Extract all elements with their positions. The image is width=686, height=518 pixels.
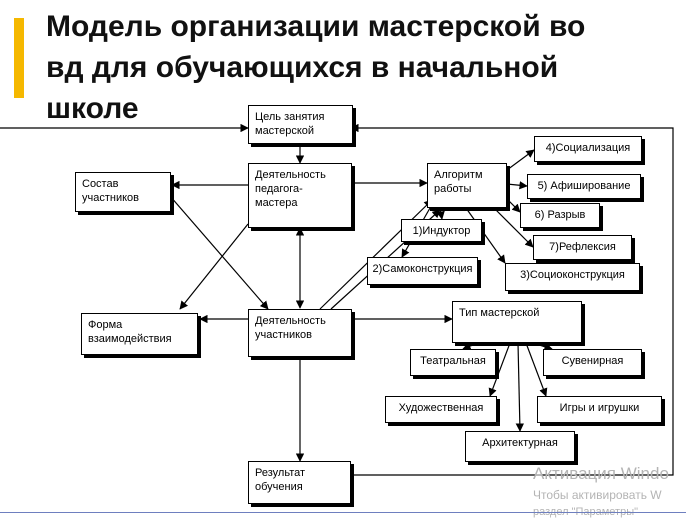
arrow-algorithm-socialization [506, 149, 535, 171]
box-architectural-label: Архитектурная [482, 437, 558, 449]
arrow-algorithm-affichage [506, 181, 528, 190]
arrow-algorithm-reflection [491, 205, 534, 248]
box-workshop-type: Тип мастерской [452, 301, 582, 343]
box-theatrical-label: Театральная [420, 355, 486, 367]
arrow-type-architectural [515, 342, 525, 432]
box-participants-line1: Деятельность [255, 315, 326, 327]
arrow-type-art [488, 342, 511, 397]
arrow-type-games [525, 342, 548, 397]
box-result-line2: обучения [255, 481, 303, 493]
box-art: Художественная [385, 396, 497, 423]
slide-bottom-rule [0, 512, 686, 513]
box-composition: Состав участников [75, 172, 171, 212]
box-theatrical: Театральная [410, 349, 496, 376]
box-form-line1: Форма [88, 319, 123, 331]
box-selfconstruction: 2)Самоконструкция [367, 257, 478, 285]
box-interaction-form: Форма взаимодействия [81, 313, 198, 355]
box-selfconstruction-label: 2)Самоконструкция [372, 263, 473, 275]
box-reflection-label: 7)Рефлексия [549, 241, 616, 253]
box-teacher-activity: Деятельность педагога- мастера [248, 163, 352, 228]
box-algorithm-line1: Алгоритм [434, 169, 483, 181]
box-socioconstruction: 3)Социоконструкция [505, 263, 640, 291]
box-inductor-label: 1)Индуктор [412, 225, 471, 237]
box-souvenir-label: Сувенирная [561, 355, 624, 367]
slide-title: Модель организации мастерской во вд для … [46, 6, 666, 129]
box-inductor: 1)Индуктор [401, 219, 482, 242]
box-participant-activity: Деятельность участников [248, 309, 352, 357]
title-line-3: школе [46, 92, 139, 125]
box-goal-line1: Цель занятия [255, 111, 325, 123]
box-goal: Цель занятия мастерской [248, 105, 353, 144]
box-affichage: 5) Афиширование [527, 174, 641, 199]
arrow-algorithm-inductor [436, 207, 445, 220]
box-teacher-line1: Деятельность [255, 169, 326, 181]
arrow-algorithm-rupture [506, 198, 521, 213]
box-architectural: Архитектурная [465, 431, 575, 462]
box-souvenir: Сувенирная [543, 349, 642, 376]
box-learning-result: Результат обучения [248, 461, 351, 504]
arrow-type-souvenir [532, 342, 553, 351]
activation-watermark-subtitle: Чтобы активировать W [533, 488, 662, 502]
box-form-line2: взаимодействия [88, 333, 172, 345]
box-composition-line1: Состав [82, 178, 119, 190]
arrow-composition-participants [169, 195, 269, 310]
arrow-algorithm-socioconstruction [465, 207, 506, 264]
box-participants-line2: участников [255, 329, 313, 341]
title-line-2: вд для обучающихся в начальной [46, 51, 559, 84]
box-art-label: Художественная [398, 402, 484, 414]
box-socialization-label: 4)Социализация [545, 142, 631, 154]
box-rupture-label: 6) Разрыв [534, 209, 586, 221]
box-rupture: 6) Разрыв [520, 203, 600, 228]
arrow-type-theatrical [462, 342, 479, 351]
box-composition-line2: участников [82, 192, 140, 204]
arrow-teacher-form [179, 223, 249, 310]
box-workshop-type-label: Тип мастерской [459, 307, 540, 319]
box-algorithm: Алгоритм работы [427, 163, 507, 208]
title-line-1: Модель организации мастерской во [46, 10, 586, 43]
title-accent-bar [14, 18, 24, 98]
box-affichage-label: 5) Афиширование [537, 180, 631, 192]
arrow-participants-algorithm-1 [319, 199, 433, 310]
box-result-line1: Результат [255, 467, 306, 479]
box-teacher-line2: педагога- [255, 183, 303, 195]
box-reflection: 7)Рефлексия [533, 235, 632, 260]
box-algorithm-line2: работы [434, 183, 472, 195]
box-socialization: 4)Социализация [534, 136, 642, 162]
box-games-label: Игры и игрушки [559, 402, 640, 414]
box-goal-line2: мастерской [255, 125, 315, 137]
activation-watermark-title: Активация Windo [533, 464, 669, 483]
box-teacher-line3: мастера [255, 197, 298, 209]
box-games-toys: Игры и игрушки [537, 396, 662, 423]
loop-right-line [350, 123, 674, 476]
box-socioconstruction-label: 3)Социоконструкция [520, 269, 625, 281]
